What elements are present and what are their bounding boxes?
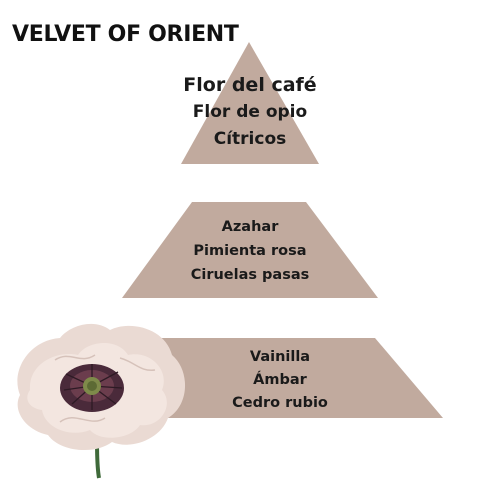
note-label: Cedro rubio	[232, 395, 328, 411]
note-label: Pimienta rosa	[193, 243, 307, 259]
tier-heart-notes: Azahar Pimienta rosa Ciruelas pasas	[0, 215, 500, 287]
tier-top-notes: Flor del café Flor de opio Cítricos	[0, 72, 500, 153]
pyramid-tier-top	[181, 42, 319, 164]
note-label: Ámbar	[253, 372, 307, 388]
page-title: VELVET OF ORIENT	[12, 22, 239, 47]
note-label: Vainilla	[249, 349, 311, 365]
note-label: Azahar	[221, 219, 279, 235]
note-label: Flor de opio	[192, 102, 308, 122]
note-label: Flor del café	[183, 74, 317, 96]
pale-pink-poppy-icon	[17, 323, 186, 479]
pyramid-tier-heart	[122, 202, 378, 298]
tier-base-notes: Vainilla Ámbar Cedro rubio	[30, 346, 500, 415]
note-label: Cítricos	[213, 129, 287, 149]
note-label: Ciruelas pasas	[190, 267, 310, 283]
